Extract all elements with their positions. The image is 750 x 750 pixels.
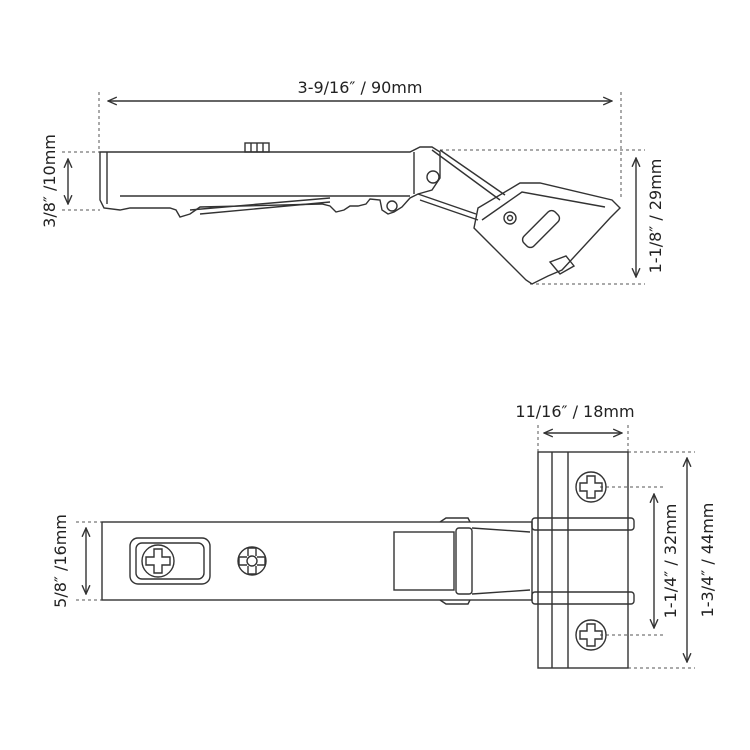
cup-height-dimension-label: 1-1/8″ / 29mm	[646, 159, 665, 274]
adjustment-screw	[244, 142, 270, 153]
hinge-arm-side	[99, 146, 441, 218]
side-extension-lines	[62, 92, 645, 285]
plate-screw-top-icon	[575, 471, 607, 503]
hinge-cup-side	[473, 182, 621, 285]
top-extension-lines	[76, 425, 695, 669]
arm-height-dimension-label: 3/8″ /10mm	[40, 134, 59, 228]
phillips-screw-icon	[141, 544, 175, 578]
cup-width-dimension-label: 11/16″ / 18mm	[515, 402, 634, 421]
screw-spacing-dimension-label: 1-1/4″ / 32mm	[661, 504, 680, 619]
arm-width-dimension-label: 5/8″ /16mm	[51, 514, 70, 608]
hinge-cup-plate	[531, 451, 635, 669]
hinge-links	[417, 149, 506, 221]
hinge-arm-top	[101, 517, 533, 605]
cross-screw-icon	[237, 546, 267, 576]
top-view	[76, 425, 695, 669]
length-dimension-label: 3-9/16″ / 90mm	[298, 78, 423, 97]
side-view	[62, 92, 645, 285]
plate-screw-bottom-icon	[575, 619, 607, 651]
plate-height-dimension-label: 1-3/4″ / 44mm	[698, 503, 717, 618]
